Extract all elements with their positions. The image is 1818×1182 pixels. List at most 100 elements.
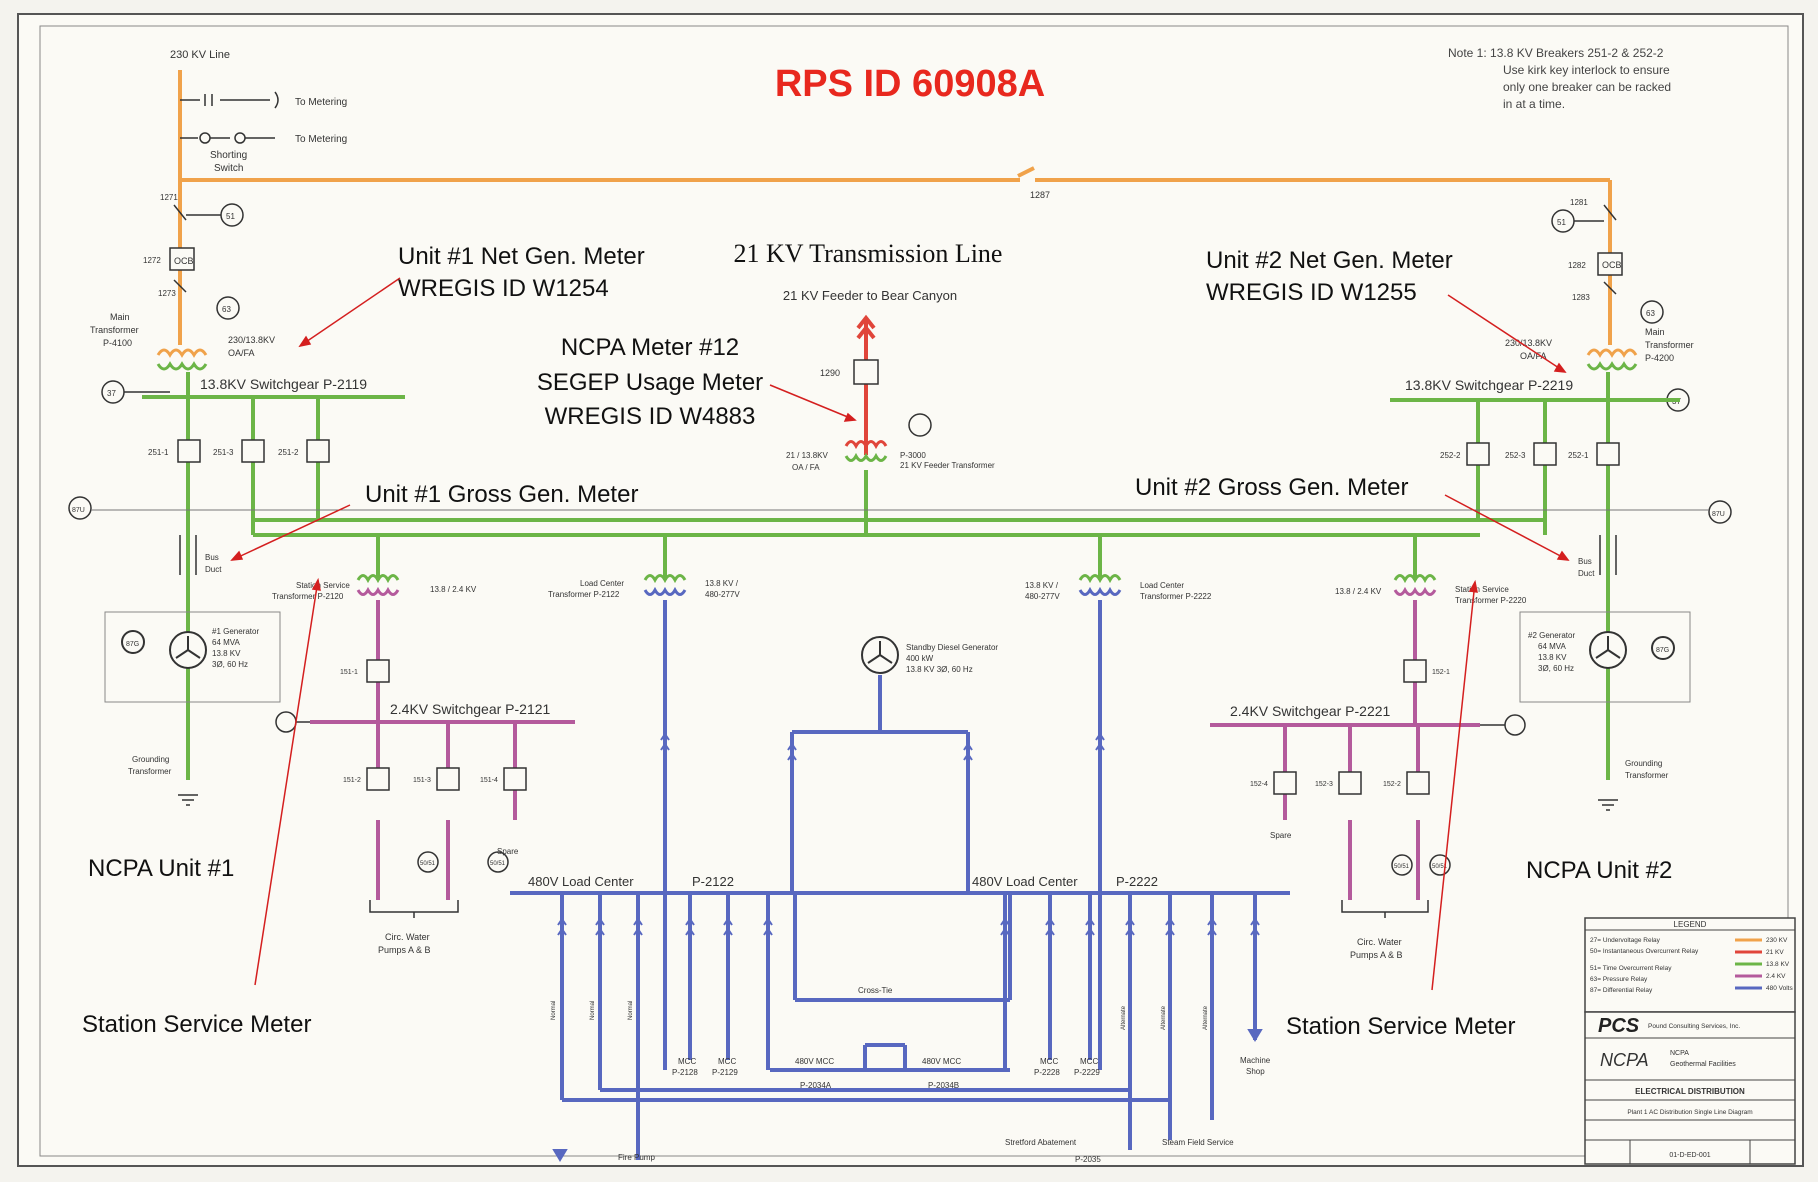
load-center-u2-id: P-2222 xyxy=(1116,874,1158,889)
feeder-xfmr xyxy=(844,440,888,462)
feeder-label: 21 KV Feeder to Bear Canyon xyxy=(783,288,957,303)
to-metering-2: To Metering xyxy=(295,134,347,145)
ss-xfmr-2a: Station Service xyxy=(1455,585,1509,594)
gen1-b: 64 MVA xyxy=(212,638,241,647)
relay-5051-1: 50/51 xyxy=(420,861,436,867)
b-152-1: 152-1 xyxy=(1432,669,1450,676)
spare-2: Spare xyxy=(1270,831,1292,840)
legend-item-4: 63= Pressure Relay xyxy=(1590,976,1648,983)
main-transformer-2 xyxy=(1586,348,1638,371)
gen1-d: 3Ø, 60 Hz xyxy=(212,660,248,669)
b-252-3: 252-3 xyxy=(1505,451,1526,460)
circ-water-pumps xyxy=(369,851,1451,918)
b-1272: 1272 xyxy=(143,256,161,265)
b-152-3: 152-3 xyxy=(1315,781,1333,788)
mcc-2a: MCC xyxy=(1040,1057,1058,1066)
relay-63-u1: 63 xyxy=(222,305,231,314)
circ-water-2b: Pumps A & B xyxy=(1350,950,1403,960)
main-xfmr-2-c: P-4200 xyxy=(1645,353,1674,363)
legend-v-1: 230 KV xyxy=(1766,937,1788,944)
pcs-company: Pound Consulting Services, Inc. xyxy=(1648,1023,1740,1030)
gen2-d: 3Ø, 60 Hz xyxy=(1538,664,1574,673)
b-251-3: 251-3 xyxy=(213,448,234,457)
feeder-u1-2: Normal xyxy=(590,1001,596,1020)
switchgear-2-4-u2: 2.4KV Switchgear P-2221 xyxy=(1230,703,1391,719)
switchgear-13-8-u2: 13.8KV Switchgear P-2219 xyxy=(1405,377,1573,393)
pcs-logo: PCS xyxy=(1598,1015,1640,1037)
circ-water-2a: Circ. Water xyxy=(1357,937,1402,947)
annotation-arrows xyxy=(230,277,1570,991)
feeder-xfmr-a: P-3000 xyxy=(900,451,926,460)
relay-63-u2: 63 xyxy=(1646,309,1655,318)
ss-rating-2: 13.8 / 2.4 KV xyxy=(1335,587,1382,596)
ncpa-meter-2: SEGEP Usage Meter xyxy=(537,369,763,396)
standby-a: Standby Diesel Generator xyxy=(906,643,998,652)
xfmr-rating-1-b: OA/FA xyxy=(228,348,255,358)
rps-id-heading: RPS ID 60908A xyxy=(775,63,1045,105)
b-1273: 1273 xyxy=(158,289,176,298)
line-230kv xyxy=(178,70,1612,345)
switchgear-2-4-u1: 2.4KV Switchgear P-2121 xyxy=(390,701,551,717)
ncpa-logo: NCPA xyxy=(1600,1050,1649,1070)
bus-duct-2a: Bus xyxy=(1578,557,1592,566)
b-1281: 1281 xyxy=(1570,198,1588,207)
station-meter-2: Station Service Meter xyxy=(1286,1013,1515,1040)
shorting-switch-2: Switch xyxy=(214,163,243,174)
standby-b: 400 kW xyxy=(906,654,934,663)
unit1-hv-devices xyxy=(101,203,244,404)
drawing-number: 01-D-ED-001 xyxy=(1669,1152,1710,1159)
fire-pump: Fire Pump xyxy=(618,1153,655,1162)
mcc480-a: 480V MCC xyxy=(795,1057,834,1066)
machine-shop-a: Machine xyxy=(1240,1056,1271,1065)
b-151-1: 151-1 xyxy=(340,669,358,676)
title-block: PCS Pound Consulting Services, Inc. NCPA… xyxy=(1584,1011,1796,1165)
note-line-3: only one breaker can be racked xyxy=(1503,80,1671,94)
relay-37-u1: 37 xyxy=(107,389,116,398)
feeder-rating-b: OA / FA xyxy=(792,463,820,472)
mcc-2d: P-2229 xyxy=(1074,1068,1100,1077)
unit1-net-meter-1: Unit #1 Net Gen. Meter xyxy=(398,243,645,270)
480v-breaker-marks xyxy=(552,732,1263,1162)
b-1283: 1283 xyxy=(1572,293,1590,302)
b-151-4: 151-4 xyxy=(480,777,498,784)
ss-rating-1: 13.8 / 2.4 KV xyxy=(430,585,477,594)
standby-c: 13.8 KV 3Ø, 60 Hz xyxy=(906,665,973,674)
main-xfmr-1-b: Transformer xyxy=(90,325,139,335)
u1-13-8-breakers xyxy=(177,439,1620,466)
gen2-b: 64 MVA xyxy=(1538,642,1567,651)
legend-v-5: 480 Volts xyxy=(1766,985,1793,992)
ss-xfmr-2b: Transformer P-2220 xyxy=(1455,596,1527,605)
b-151-2: 151-2 xyxy=(343,777,361,784)
lc-xfmr-2b: Transformer P-2222 xyxy=(1140,592,1212,601)
ncpa-sub-1: NCPA xyxy=(1670,1050,1689,1057)
feeder-u2-3: Alternate xyxy=(1203,1005,1209,1030)
gen2-a: #2 Generator xyxy=(1528,631,1575,640)
main-xfmr-1-c: P-4100 xyxy=(103,338,132,348)
b-252-2: 252-2 xyxy=(1440,451,1461,460)
ocb-label-1: OCB xyxy=(174,256,194,266)
mcc-2c: MCC xyxy=(1080,1057,1098,1066)
main-xfmr-2-b: Transformer xyxy=(1645,340,1694,350)
stretford-a: Stretford Abatement xyxy=(1005,1138,1077,1147)
xfmr-rating-1-a: 230/13.8KV xyxy=(228,335,275,345)
relay-87u-1: 87U xyxy=(72,507,85,514)
legend: LEGEND 27= Undervoltage Relay 50= Instan… xyxy=(1584,917,1796,1013)
relay-5051-3: 50/51 xyxy=(1394,864,1410,870)
lc-rating-2b: 480-277V xyxy=(1025,592,1060,601)
main-transformer-1 xyxy=(156,348,208,371)
ncpa-unit2-title: NCPA Unit #2 xyxy=(1526,857,1672,884)
transmission-title: 21 KV Transmission Line xyxy=(734,239,1003,268)
lc-xfmr-2a: Load Center xyxy=(1140,581,1184,590)
mcc480-d: P-2034B xyxy=(928,1081,959,1090)
sheet-border xyxy=(17,13,1804,1167)
mcc-2b: P-2228 xyxy=(1034,1068,1060,1077)
station-service-xfmr-coils xyxy=(356,574,1437,596)
steam-field: Steam Field Service xyxy=(1162,1138,1234,1147)
shorting-switch-1: Shorting xyxy=(210,150,247,161)
unit1-gross-meter: Unit #1 Gross Gen. Meter xyxy=(365,481,638,508)
gen1-c: 13.8 KV xyxy=(212,649,241,658)
ss-xfmr-1a: Station Service xyxy=(296,581,350,590)
ncpa-meter-3: WREGIS ID W4883 xyxy=(545,403,756,430)
unit2-gross-meter: Unit #2 Gross Gen. Meter xyxy=(1135,474,1408,501)
